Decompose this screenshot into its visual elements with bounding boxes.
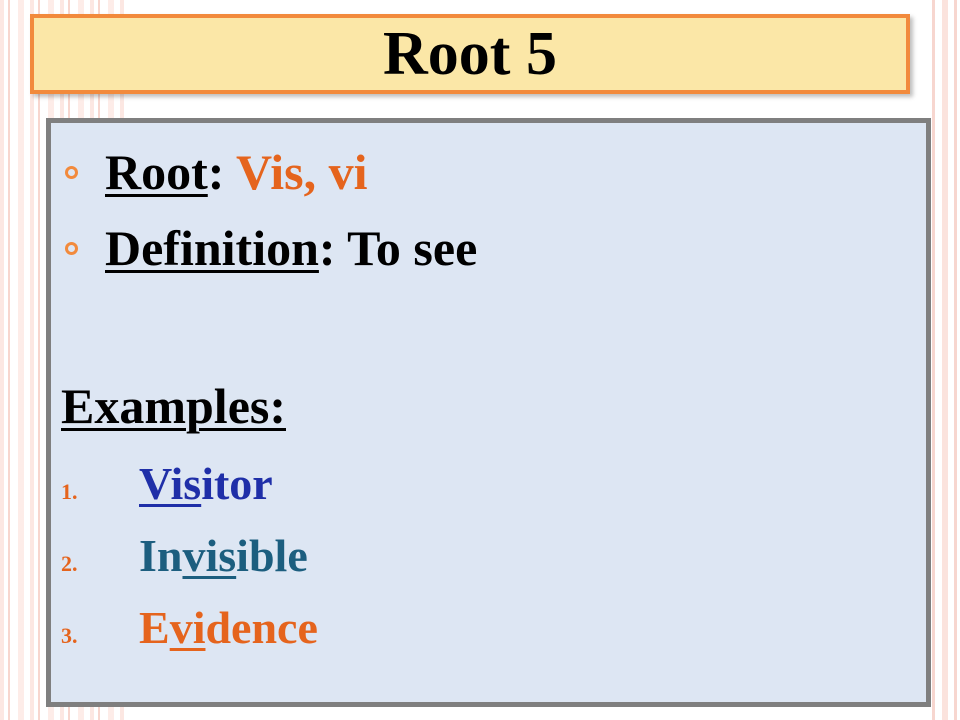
word-prefix: E (139, 602, 170, 653)
word-suffix: dence (205, 602, 318, 653)
root-line: Root: Vis, vi (105, 147, 368, 197)
slide-title: Root 5 (383, 20, 557, 88)
example-item: 2. Invisible (61, 533, 308, 579)
example-word: Visitor (139, 461, 273, 507)
word-root: Vis (139, 458, 202, 509)
content-panel: Root: Vis, vi Definition: To see Example… (46, 118, 931, 707)
bullet-ring-icon (65, 165, 78, 179)
example-word: Evidence (139, 605, 318, 651)
definition-line: Definition: To see (105, 223, 477, 273)
bullet-ring-icon (65, 241, 78, 255)
word-suffix: itor (201, 458, 273, 509)
example-item: 1. Visitor (61, 461, 273, 507)
root-label: Root (105, 144, 208, 200)
definition-value: : To see (318, 220, 478, 276)
word-suffix: ible (236, 530, 308, 581)
definition-label: Definition (105, 220, 319, 276)
root-separator: : (207, 144, 225, 200)
examples-heading: Examples: (61, 378, 286, 434)
word-root: vi (169, 602, 206, 653)
example-item: 3. Evidence (61, 605, 318, 651)
root-value: Vis, vi (224, 144, 368, 200)
right-decorative-stripes (926, 0, 960, 720)
example-number: 3. (61, 623, 78, 648)
example-number: 1. (61, 479, 78, 504)
example-word: Invisible (139, 533, 308, 579)
example-number: 2. (61, 551, 78, 576)
bullet-definition: Definition: To see (65, 223, 477, 273)
word-root: vis (182, 530, 237, 581)
word-prefix: In (139, 530, 183, 581)
title-banner: Root 5 (30, 14, 910, 94)
bullet-root: Root: Vis, vi (65, 147, 368, 197)
